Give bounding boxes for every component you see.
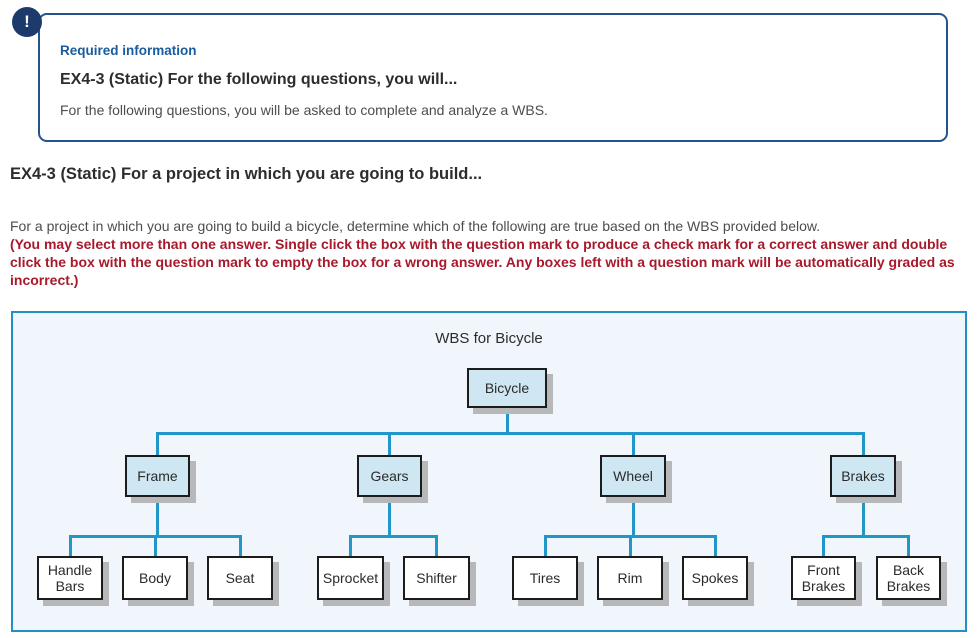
exclamation-icon: !	[12, 7, 42, 37]
question-body-text: For a project in which you are going to …	[10, 218, 821, 234]
wbs-node-body: Body	[122, 556, 188, 600]
connector-level2-bus	[156, 432, 863, 435]
connector-tires-drop	[543, 535, 547, 556]
wbs-node-back-brakes: Back Brakes	[876, 556, 941, 600]
wbs-node-wheel: Wheel	[600, 455, 666, 497]
connector-brakes-bus	[822, 535, 910, 538]
required-info-panel: ! Required information EX4-3 (Static) Fo…	[12, 7, 948, 142]
connector-brakes-drop	[861, 432, 865, 455]
connector-seat-drop	[238, 535, 242, 556]
connector-handlebars-drop	[68, 535, 72, 556]
connector-backbrakes-drop	[907, 535, 910, 556]
question-heading: EX4-3 (Static) For a project in which yo…	[10, 165, 483, 183]
connector-shifter-drop	[435, 535, 438, 556]
connector-gears-stem	[388, 497, 391, 535]
wbs-node-shifter: Shifter	[403, 556, 470, 600]
connector-wheel-drop	[631, 432, 635, 455]
wbs-node-bicycle: Bicycle	[467, 368, 547, 408]
wbs-diagram-title: WBS for Bicycle	[435, 330, 543, 347]
question-instructions-text: (You may select more than one answer. Si…	[10, 236, 955, 288]
wbs-node-frame: Frame	[125, 455, 190, 497]
wbs-node-rim: Rim	[597, 556, 663, 600]
wbs-node-gears: Gears	[357, 455, 422, 497]
connector-gears-bus	[349, 535, 438, 538]
wbs-node-handle-bars: Handle Bars	[37, 556, 103, 600]
connector-sprocket-drop	[349, 535, 352, 556]
connector-rim-drop	[628, 535, 632, 556]
exercise-group-title: EX4-3 (Static) For the following questio…	[60, 71, 458, 88]
wbs-node-tires: Tires	[512, 556, 578, 600]
wbs-node-sprocket: Sprocket	[317, 556, 384, 600]
connector-brakes-stem	[861, 497, 865, 535]
wbs-node-brakes: Brakes	[830, 455, 896, 497]
wbs-diagram: WBS for Bicycle Bicycle Frame Gears Whee…	[11, 311, 967, 632]
connector-body-drop	[153, 535, 157, 556]
connector-frontbrakes-drop	[822, 535, 825, 556]
question-paragraph: For a project in which you are going to …	[10, 217, 962, 289]
required-info-label: Required information	[60, 43, 197, 58]
connector-frame-stem	[156, 497, 159, 535]
connector-wheel-stem	[631, 497, 635, 535]
connector-gears-drop	[388, 432, 391, 455]
wbs-node-spokes: Spokes	[682, 556, 748, 600]
wbs-node-seat: Seat	[207, 556, 273, 600]
connector-spokes-drop	[713, 535, 717, 556]
connector-root-drop	[505, 408, 509, 432]
connector-frame-drop	[156, 432, 159, 455]
exercise-group-description: For the following questions, you will be…	[60, 102, 548, 118]
wbs-node-front-brakes: Front Brakes	[791, 556, 856, 600]
